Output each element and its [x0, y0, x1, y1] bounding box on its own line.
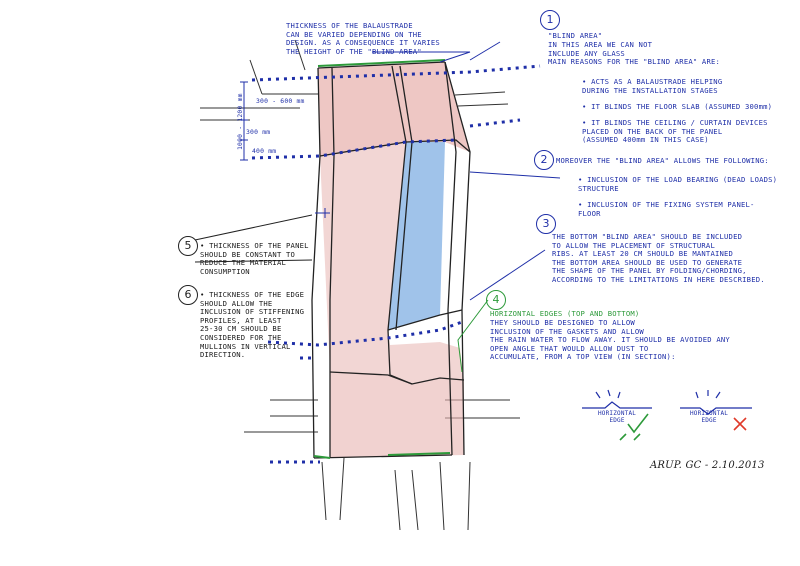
note-2-bullet-2: • INCLUSION OF THE FIXING SYSTEM PANEL- …: [578, 200, 755, 218]
top-note: THICKNESS OF THE BALAUSTRADE CAN BE VARI…: [286, 21, 440, 56]
note-1-heading: "BLIND AREA": [548, 31, 603, 40]
note-1-number: 1: [540, 10, 560, 30]
leader-lines: [315, 41, 561, 301]
note-1-bullet-2: • IT BLINDS THE FLOOR SLAB (ASSUMED 300m…: [582, 102, 773, 111]
dimension-c: 400 mm: [252, 147, 277, 155]
blind-area-dotted-lines: [251, 64, 541, 464]
note-6-text: • THICKNESS OF THE EDGE SHOULD ALLOW THE…: [200, 290, 305, 360]
check-mark-icon: [619, 413, 649, 441]
leader-lines-green: [457, 299, 489, 373]
note-1-bullet-3: • IT BLINDS THE CEILING / CURTAIN DEVICE…: [582, 118, 768, 145]
edge-detail-bad: [680, 390, 752, 415]
note-5-text: • THICKNESS OF THE PANEL SHOULD BE CONST…: [200, 241, 309, 276]
note-4-label-bad: HORIZONTAL EDGE: [690, 410, 729, 424]
edge-detail-ok: [582, 389, 652, 409]
note-2-heading: MOREOVER THE "BLIND AREA" ALLOWS THE FOL…: [556, 156, 769, 165]
signature: ARUP. GC - 2.10.2013: [650, 460, 765, 471]
dimension-total: 1000 - 1200 mm: [236, 93, 244, 150]
note-2-bullet-2-text: INCLUSION OF THE FIXING SYSTEM PANEL- FL…: [578, 200, 755, 218]
cross-icon: [733, 417, 747, 431]
note-1-bullet-1: • ACTS AS A BALAUSTRADE HELPING DURING T…: [582, 77, 723, 95]
dimension-b: 300 mm: [246, 128, 271, 136]
note-4-heading: HORIZONTAL EDGES (TOP AND BOTTOM): [490, 309, 640, 318]
note-3-text: THE BOTTOM "BLIND AREA" SHOULD BE INCLUD…: [552, 232, 765, 284]
floor-slab-top: [200, 39, 509, 121]
horizontal-edges-green: [313, 59, 451, 459]
note-6-number: 6: [178, 285, 198, 305]
note-1-bullet-3-text: IT BLINDS THE CEILING / CURTAIN DEVICES …: [582, 118, 768, 145]
note-4-label-ok: HORIZONTAL EDGE: [598, 410, 637, 424]
note-2-bullet-1: • INCLUSION OF THE LOAD BEARING (DEAD LO…: [578, 175, 778, 193]
note-4-text: THEY SHOULD BE DESIGNED TO ALLOW INCLUSI…: [490, 318, 730, 362]
note-5-number: 5: [178, 236, 198, 256]
note-3-number: 3: [536, 214, 556, 234]
note-1-bullet-1-text: ACTS AS A BALAUSTRADE HELPING DURING THE…: [582, 77, 723, 95]
note-4-number: 4: [486, 290, 506, 310]
note-2-number: 2: [534, 150, 554, 170]
note-5-text-body: THICKNESS OF THE PANEL SHOULD BE CONSTAN…: [200, 241, 309, 276]
note-1-bullet-2-text: IT BLINDS THE FLOOR SLAB (ASSUMED 300mm): [591, 102, 773, 111]
note-2-bullet-1-text: INCLUSION OF THE LOAD BEARING (DEAD LOAD…: [578, 175, 778, 193]
note-6-text-body: THICKNESS OF THE EDGE SHOULD ALLOW THE I…: [200, 290, 305, 360]
note-1-lines: IN THIS AREA WE CAN NOT INCLUDE ANY GLAS…: [548, 40, 721, 67]
dimension-a: 300 - 600 mm: [256, 97, 305, 105]
leader-lines-black: [194, 214, 313, 263]
dimension-lines: [240, 81, 248, 161]
panel-body: [318, 62, 470, 458]
